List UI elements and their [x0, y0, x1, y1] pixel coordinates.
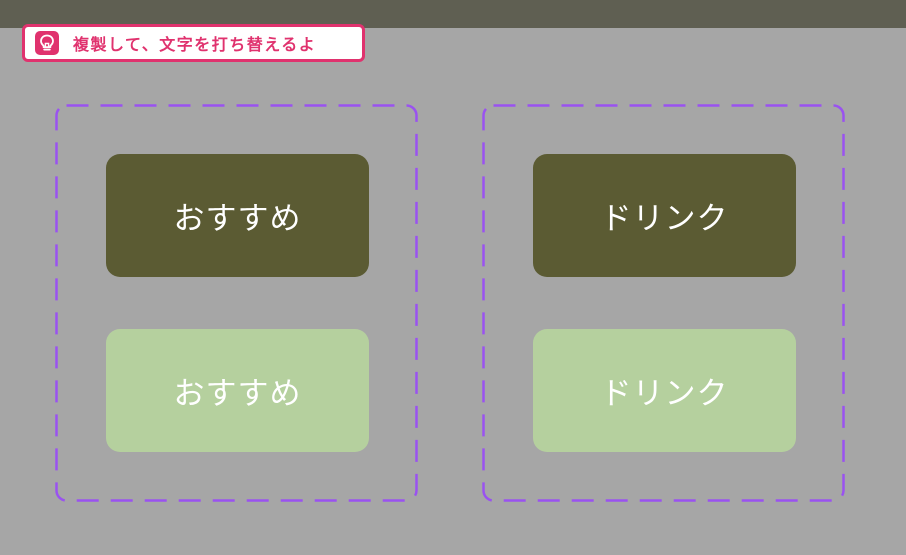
tip-banner: 複製して、文字を打ち替えるよ	[22, 24, 365, 62]
osusume-button-active[interactable]: おすすめ	[106, 329, 369, 452]
osusume-button-normal[interactable]: おすすめ	[106, 154, 369, 277]
group-dashed-border	[482, 104, 845, 502]
drink-button-normal[interactable]: ドリンク	[533, 154, 796, 277]
button-group-drink: ドリンク ドリンク	[482, 104, 845, 502]
lightbulb-icon	[35, 31, 59, 55]
tip-text: 複製して、文字を打ち替えるよ	[73, 35, 317, 54]
top-bar	[0, 0, 906, 28]
drink-button-active[interactable]: ドリンク	[533, 329, 796, 452]
button-group-osusume: おすすめ おすすめ	[55, 104, 418, 502]
group-dashed-border	[55, 104, 418, 502]
